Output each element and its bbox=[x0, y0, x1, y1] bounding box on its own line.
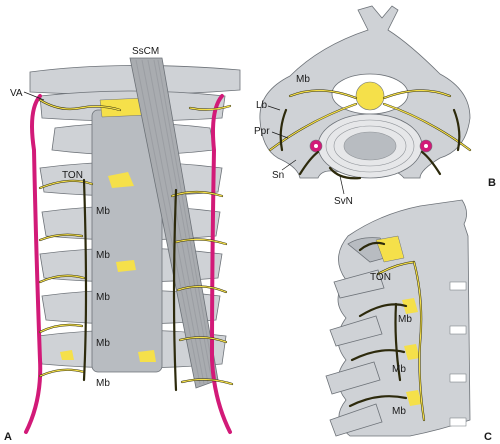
label-mb-a4: Mb bbox=[96, 338, 110, 349]
spinous-c6 bbox=[329, 403, 383, 437]
vertebral-artery-right bbox=[209, 94, 232, 434]
label-lb: Lb bbox=[256, 100, 268, 111]
label-sn: Sn bbox=[272, 170, 284, 181]
label-mb-c3: Mb bbox=[392, 406, 406, 417]
spinal-cord bbox=[355, 81, 385, 111]
leader-ppr bbox=[271, 131, 289, 139]
label-mb-b: Mb bbox=[296, 74, 310, 85]
dorsal-rami-nerves bbox=[38, 98, 234, 392]
facet-c7 bbox=[138, 350, 156, 362]
facet-c3-c4 bbox=[402, 298, 418, 314]
facet-c5 bbox=[116, 260, 136, 272]
nucleus bbox=[343, 131, 397, 161]
spinal-nerves-top bbox=[268, 89, 472, 180]
panel-c: TON Mb Mb Mb C bbox=[325, 199, 492, 443]
leader-svn bbox=[339, 175, 345, 195]
label-ppr: Ppr bbox=[254, 126, 270, 137]
disc-2 bbox=[449, 325, 467, 335]
panel-b: Mb Lb Ppr Sn SvN B bbox=[254, 5, 496, 207]
label-mb-a2: Mb bbox=[96, 250, 110, 261]
label-mb-a5: Mb bbox=[96, 378, 110, 389]
label-svn: SvN bbox=[334, 196, 353, 207]
panel-letter-c: C bbox=[484, 431, 492, 443]
leader-sn bbox=[281, 159, 297, 171]
label-ton-a: TON bbox=[62, 170, 83, 181]
facet-c2-c3 bbox=[375, 235, 405, 263]
label-ss-cm: SsCM bbox=[132, 46, 159, 57]
medial-branches-lateral bbox=[348, 241, 426, 422]
leader-va bbox=[23, 91, 45, 101]
disc-4 bbox=[449, 417, 467, 427]
panel-letter-a: A bbox=[4, 431, 12, 443]
label-mb-a1: Mb bbox=[96, 206, 110, 217]
leader-lb bbox=[267, 105, 281, 111]
label-ton-c: TON bbox=[370, 272, 391, 283]
panel-letter-b: B bbox=[488, 177, 496, 189]
spinous-c3 bbox=[333, 269, 385, 299]
label-mb-c1: Mb bbox=[398, 314, 412, 325]
facet-c4-c5 bbox=[404, 344, 420, 360]
vertebral-artery-left bbox=[24, 94, 43, 434]
label-mb-a3: Mb bbox=[96, 292, 110, 303]
disc-3 bbox=[449, 373, 467, 383]
disc-1 bbox=[449, 281, 467, 291]
panel-a: SsCM VA TON Mb Mb Mb Mb Mb A bbox=[4, 46, 241, 443]
spinous-c5 bbox=[325, 361, 381, 395]
facet-c3 bbox=[108, 172, 134, 188]
label-va: VA bbox=[10, 88, 23, 99]
label-mb-c2: Mb bbox=[392, 364, 406, 375]
facet-c7-left bbox=[60, 350, 74, 360]
facet-c5-c6 bbox=[406, 390, 422, 406]
spinous-c4 bbox=[329, 315, 383, 347]
